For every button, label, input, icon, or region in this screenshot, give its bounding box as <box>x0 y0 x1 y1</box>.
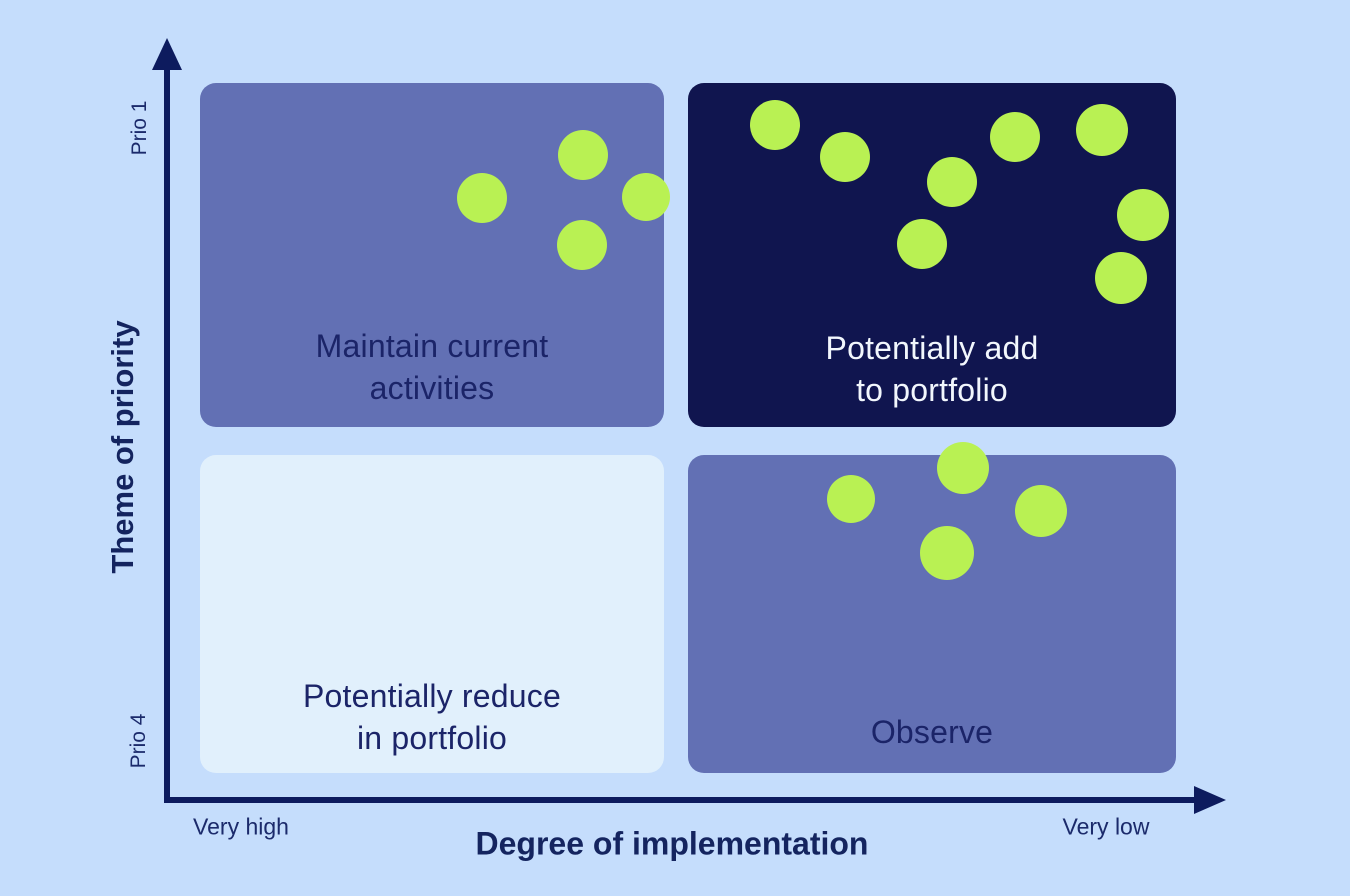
quadrant-label-line1: Maintain current <box>315 328 549 364</box>
x-axis-tick-very-low: Very low <box>1062 813 1150 840</box>
x-axis-arrowhead-icon <box>1194 786 1226 814</box>
x-axis-line <box>164 797 1198 803</box>
x-axis-tick-very-high: Very high <box>193 813 289 840</box>
quadrant-label-line1: Potentially reduce <box>303 678 561 714</box>
quadrant-label-line2: in portfolio <box>356 720 508 756</box>
quadrant-label-line1: Observe <box>870 714 994 750</box>
quadrant-label: Maintain current activities <box>200 325 664 409</box>
y-axis-title: Theme of priority <box>105 320 140 574</box>
quadrant-observe: Observe <box>688 455 1176 773</box>
quadrant-label-line1: Potentially add <box>825 330 1039 366</box>
y-axis-tick-prio4: Prio 4 <box>127 713 150 769</box>
x-axis-title: Degree of implementation <box>475 825 869 862</box>
quadrant-label: Potentially reduce in portfolio <box>200 675 664 759</box>
quadrant-potentially-add-to-portfolio: Potentially add to portfolio <box>688 83 1176 427</box>
y-axis-tick-prio1: Prio 1 <box>128 100 151 156</box>
quadrant-maintain-current-activities: Maintain current activities <box>200 83 664 427</box>
quadrant-potentially-reduce-in-portfolio: Potentially reduce in portfolio <box>200 455 664 773</box>
y-axis-arrowhead-icon <box>152 38 182 70</box>
quadrant-label: Potentially add to portfolio <box>688 327 1176 411</box>
quadrant-label-line2: to portfolio <box>856 372 1008 408</box>
quadrant-label-line2: activities <box>369 370 495 406</box>
quadrant-label: Observe <box>688 711 1176 753</box>
y-axis-line <box>164 58 170 800</box>
